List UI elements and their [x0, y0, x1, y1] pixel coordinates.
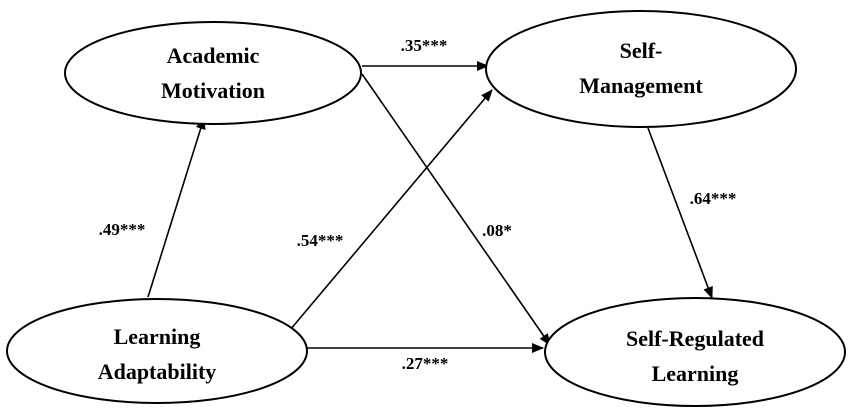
path-am-to-srl: [361, 73, 551, 346]
node-self-regulated-learning-line2: Learning: [652, 361, 739, 386]
node-self-regulated-learning-line1: Self-Regulated: [626, 326, 764, 351]
coef-la-to-sm: .54***: [297, 231, 344, 250]
node-self-management: [485, 10, 797, 128]
node-academic-motivation-line1: Academic: [167, 43, 260, 68]
node-learning-adaptability-line2: Adaptability: [98, 359, 217, 384]
node-academic-motivation: [64, 21, 362, 125]
path-la-to-am: [147, 117, 206, 298]
coef-am-to-srl: .08*: [482, 221, 512, 240]
path-sm-to-srl: [647, 127, 713, 299]
node-learning-adaptability-line1: Learning: [114, 324, 201, 349]
node-self-management-line2: Management: [579, 73, 703, 98]
coef-la-to-am: .49***: [99, 220, 146, 239]
node-academic-motivation-line2: Motivation: [161, 78, 265, 103]
coef-am-to-sm: .35***: [401, 36, 448, 55]
node-self-management-line1: Self-: [620, 38, 663, 63]
node-learning-adaptability: [6, 298, 308, 404]
path-la-to-sm: [289, 89, 493, 331]
coef-sm-to-srl: .64***: [690, 189, 737, 208]
coef-la-to-srl: .27***: [402, 354, 449, 373]
node-self-regulated-learning: [544, 297, 846, 407]
